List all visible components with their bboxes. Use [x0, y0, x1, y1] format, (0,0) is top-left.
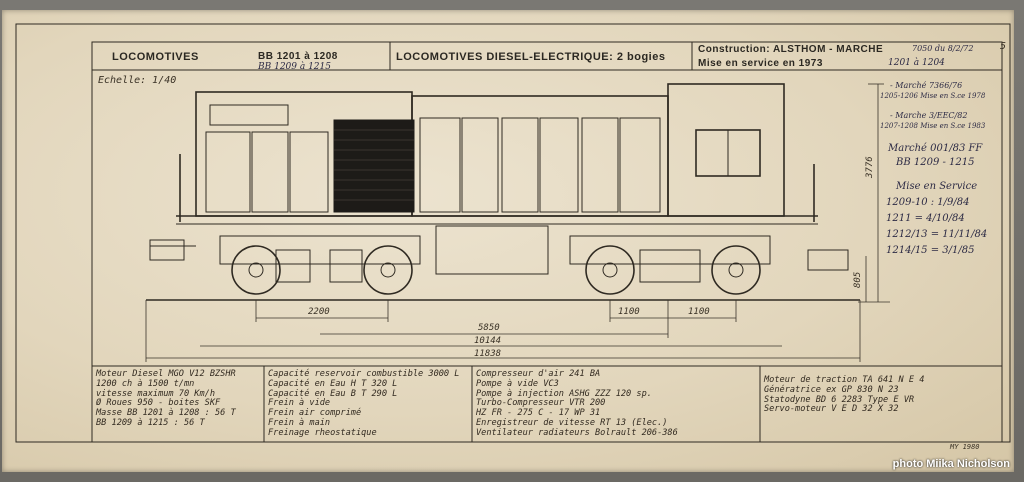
title-service-range: 1201 à 1204	[888, 58, 945, 68]
service-heading: Mise en Service	[896, 181, 978, 192]
inner-border	[91, 41, 1003, 443]
dim-bogie-wheelbase-1: 2200	[308, 307, 330, 317]
drawing-sheet	[2, 10, 1014, 472]
note-marche-1: - Marché 7366/76	[890, 81, 963, 90]
note-marche-2: - Marche 3/EEC/82	[890, 111, 968, 120]
rear-bogie	[569, 235, 771, 295]
dimension-lines	[145, 83, 890, 362]
dim-overall: 11838	[474, 349, 502, 359]
note-marche-1b: 1205-1206 Mise en S.ce 1978	[880, 92, 986, 100]
note-marche-3: Marché 001/83 FF	[888, 143, 983, 154]
title-type: LOCOMOTIVES DIESEL-ELECTRIQUE: 2 bogies	[396, 51, 666, 63]
title-locomotives: LOCOMOTIVES	[112, 51, 199, 63]
dim-pivots: 5850	[478, 323, 500, 333]
service-date-4: 1214/15 = 3/1/85	[886, 245, 975, 256]
locomotive-body	[149, 83, 849, 275]
scale-label: Echelle: 1/40	[98, 75, 177, 86]
note-marche-3b: BB 1209 - 1215	[896, 157, 975, 168]
front-bogie	[219, 235, 421, 295]
title-construction: Construction: ALSTHOM - MARCHE	[698, 44, 884, 55]
title-series-addition: BB 1209 à 1215	[258, 62, 331, 72]
title-service: Mise en service en 1973	[698, 58, 823, 69]
dim-buffer-height: 805	[853, 271, 863, 288]
photo-credit: photo Miika Nicholson	[892, 458, 1010, 470]
dim-axle-1: 1100	[618, 307, 640, 317]
sheet-number: 5	[1000, 41, 1007, 52]
service-date-3: 1212/13 = 11/11/84	[886, 229, 988, 240]
title-series: BB 1201 à 1208	[258, 51, 338, 62]
dim-height: 3776	[865, 156, 875, 178]
title-marche: 7050 du 8/2/72	[912, 44, 974, 53]
service-date-2: 1211 = 4/10/84	[886, 213, 965, 224]
note-marche-2b: 1207-1208 Mise en S.ce 1983	[880, 122, 986, 130]
drawing-signature: MY 1980	[950, 443, 980, 451]
dim-frame: 10144	[474, 336, 502, 346]
service-date-1: 1209-10 : 1/9/84	[886, 197, 970, 208]
dim-axle-2: 1100	[688, 307, 710, 317]
